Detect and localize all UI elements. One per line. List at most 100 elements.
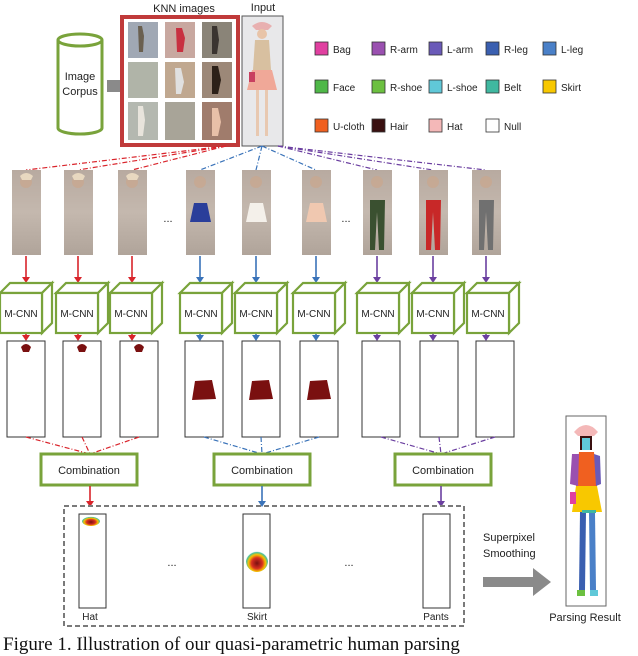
- legend-swatch-3: [485, 41, 500, 56]
- legend-label-12: Hat: [447, 122, 463, 133]
- legend-swatch-5: [314, 79, 329, 94]
- legend-swatch-12: [428, 118, 443, 133]
- arrow-cnn-mask-3-head: [196, 335, 204, 341]
- fan-line-3: [199, 145, 263, 171]
- legend-swatch-10: [314, 118, 329, 133]
- smoothing-label-2: Smoothing: [483, 548, 536, 560]
- arrow-patch-cnn-5-head: [312, 277, 320, 283]
- arrow-patch-cnn-6-head: [373, 277, 381, 283]
- fan-line-4: [255, 145, 263, 171]
- ellipsis-patches-2: ...: [341, 213, 350, 225]
- arrow-patch-cnn-2-head: [128, 277, 136, 283]
- legend-swatch-13: [485, 118, 500, 133]
- patch-head-5: [310, 176, 322, 188]
- fan-out-lines: [25, 145, 487, 171]
- figure-caption: Figure 1. Illustration of our quasi-para…: [3, 634, 460, 655]
- arrow-cnn-mask-1-head: [74, 335, 82, 341]
- ellipsis-results-2: ...: [344, 557, 353, 569]
- legend-swatch-0: [314, 41, 329, 56]
- m-cnn-label-2: M-CNN: [114, 309, 147, 320]
- mask-blob-1: [77, 344, 87, 352]
- m-cnn-label-3: M-CNN: [184, 309, 217, 320]
- merge-line-2: [89, 436, 140, 455]
- m-cnn-label-4: M-CNN: [239, 309, 272, 320]
- m-cnn-6: M-CNN: [354, 280, 412, 336]
- patch-head-4: [250, 176, 262, 188]
- arrow-patch-cnn-7-head: [429, 277, 437, 283]
- m-cnn-3: M-CNN: [177, 280, 235, 336]
- smoothing-arrow: [483, 568, 551, 596]
- legend-swatch-8: [485, 79, 500, 94]
- patch-garment-7: [426, 200, 441, 250]
- parsing-result-label: Parsing Result: [549, 612, 621, 624]
- arrow-patch-cnn-1-head: [74, 277, 82, 283]
- smoothing-label-1: Superpixel: [483, 532, 535, 544]
- result-pants: Pants: [422, 513, 451, 623]
- legend-label-2: L-arm: [447, 45, 473, 56]
- patch-head-3: [194, 176, 206, 188]
- legend-label-9: Skirt: [561, 83, 581, 94]
- fan-line-1: [77, 145, 227, 171]
- merge-line-4: [260, 436, 263, 455]
- mask-blob-3: [192, 380, 216, 400]
- patch-garment-2: [126, 173, 139, 180]
- m-cnn-label-0: M-CNN: [4, 309, 37, 320]
- m-cnn-label-5: M-CNN: [297, 309, 330, 320]
- mask-0: [6, 340, 46, 438]
- mask-outputs: [6, 340, 515, 438]
- m-cnn-label-6: M-CNN: [361, 309, 394, 320]
- result-skirt-label: Skirt: [247, 612, 267, 623]
- legend-label-11: Hair: [390, 122, 409, 133]
- combination-label-2: Combination: [412, 465, 474, 477]
- patch-garment-1: [72, 173, 85, 180]
- legend-label-13: Null: [504, 122, 521, 133]
- patch-garment-4: [246, 203, 267, 222]
- mask-7: [419, 340, 459, 438]
- arrow-cnn-mask-4-head: [252, 335, 260, 341]
- legend-label-4: L-leg: [561, 45, 583, 56]
- patch-garment-0: [20, 173, 33, 180]
- patch-garment-8: [479, 200, 494, 250]
- arrow-cnn-mask-2-head: [128, 335, 136, 341]
- kernel-patches: [12, 170, 501, 255]
- legend-label-1: R-arm: [390, 45, 418, 56]
- arrow-combination-0-head: [86, 501, 94, 507]
- arrow-cnn-mask-0-head: [22, 335, 30, 341]
- patch-garment-5: [306, 203, 327, 222]
- legend-label-8: Belt: [504, 83, 521, 94]
- merge-line-7: [438, 436, 442, 455]
- m-cnn-7: M-CNN: [409, 280, 467, 336]
- result-pants-label: Pants: [423, 612, 449, 623]
- combination-box-0: [39, 452, 139, 487]
- m-cnn-1: M-CNN: [53, 280, 111, 336]
- mask-blob-4: [249, 380, 273, 400]
- legend-swatch-6: [371, 79, 386, 94]
- mask-blob-5: [307, 380, 331, 400]
- fan-line-8: [277, 145, 487, 171]
- patch-head-6: [371, 176, 383, 188]
- mask-8: [475, 340, 515, 438]
- ellipsis-results-1: ...: [167, 557, 176, 569]
- patch-head-8: [480, 176, 492, 188]
- image-corpus: Image Corpus: [56, 32, 104, 136]
- arrow-cnn-mask-5-head: [312, 335, 320, 341]
- legend-label-5: Face: [333, 83, 356, 94]
- patch-head-7: [427, 176, 439, 188]
- m-cnn-8: M-CNN: [464, 280, 522, 336]
- fan-line-0: [25, 145, 227, 171]
- combination-label-1: Combination: [231, 465, 293, 477]
- legend-label-6: R-shoe: [390, 83, 423, 94]
- knn-images-title: KNN images: [153, 3, 215, 15]
- combination-box-2: [393, 452, 493, 487]
- fan-line-6: [277, 145, 378, 171]
- parsing-result-figure: [565, 415, 607, 607]
- arrow-cnn-mask-7-head: [429, 335, 437, 341]
- patch-to-cnn-arrows: [22, 256, 490, 283]
- arrow-cnn-mask-6-head: [373, 335, 381, 341]
- arrow-patch-cnn-8-head: [482, 277, 490, 283]
- arrow-patch-cnn-0-head: [22, 277, 30, 283]
- input-image: [241, 15, 284, 147]
